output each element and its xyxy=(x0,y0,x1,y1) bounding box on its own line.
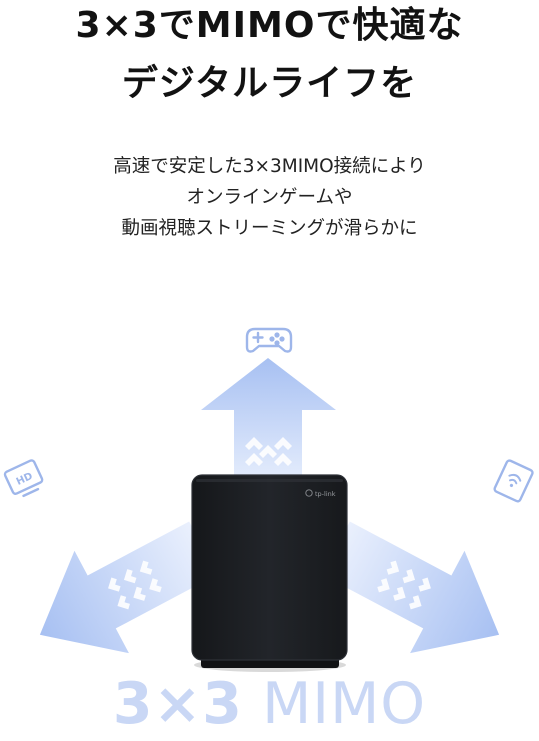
router-brand-logo: tp-link xyxy=(315,490,336,498)
right-arrow xyxy=(321,521,500,654)
left-arrow xyxy=(39,521,218,654)
subtext-line-3: 動画視聴ストリーミングが滑らかに xyxy=(121,218,418,239)
router: tp-link xyxy=(191,474,348,672)
mimo-label-word: MIMO xyxy=(262,671,427,737)
mimo-label-number: 3×3 xyxy=(112,671,243,737)
subtext-line-2: オンラインゲームや xyxy=(186,187,353,208)
headline-line-2: デジタルライフを xyxy=(121,63,418,104)
up-arrow xyxy=(201,358,336,490)
hd-tv-icon: HD xyxy=(3,459,44,498)
gamepad-icon xyxy=(245,327,293,353)
wireless-tablet-icon xyxy=(493,459,534,503)
subtext-line-1: 高速で安定した3×3MIMO接続により xyxy=(113,156,426,177)
headline-line-1: 3×3でMIMOで快適な xyxy=(75,5,464,46)
mimo-label: 3×3 MIMO xyxy=(0,672,539,736)
